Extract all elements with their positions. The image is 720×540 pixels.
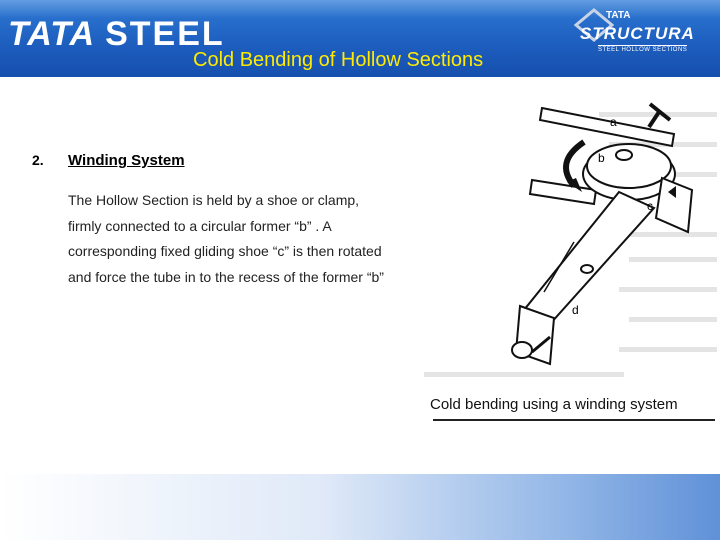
- logo-word-tata: TATA: [8, 14, 96, 53]
- tata-structura-logo: TATA STRUCTURA STEEL HOLLOW SECTIONS: [574, 8, 695, 58]
- label-b: b: [598, 151, 605, 165]
- structura-brand: TATA: [606, 10, 631, 21]
- caption-underline: [433, 419, 715, 421]
- figure-caption: Cold bending using a winding system: [430, 396, 678, 413]
- tata-steel-logo: TATA STEEL: [8, 14, 225, 54]
- header-shine: [0, 0, 720, 18]
- header-bar: TATA STEEL Cold Bending of Hollow Sectio…: [0, 0, 720, 77]
- slide-title: Cold Bending of Hollow Sections: [193, 49, 484, 71]
- winding-system-drawing: a b c d: [424, 102, 717, 377]
- structura-diamond-icon: [574, 8, 614, 42]
- winding-system-figure: a b c d: [424, 82, 720, 424]
- label-d: d: [572, 303, 579, 317]
- label-c: c: [647, 199, 653, 213]
- logo-word-steel: STEEL: [105, 14, 225, 53]
- footer-gradient: [0, 474, 720, 540]
- structura-tagline: STEEL HOLLOW SECTIONS: [598, 45, 688, 53]
- body-paragraph: The Hollow Section is held by a shoe or …: [68, 192, 384, 285]
- label-a: a: [610, 115, 617, 129]
- item-number: 2.: [32, 152, 44, 168]
- item-heading: Winding System: [68, 152, 185, 169]
- structura-name: STRUCTURA: [580, 24, 695, 43]
